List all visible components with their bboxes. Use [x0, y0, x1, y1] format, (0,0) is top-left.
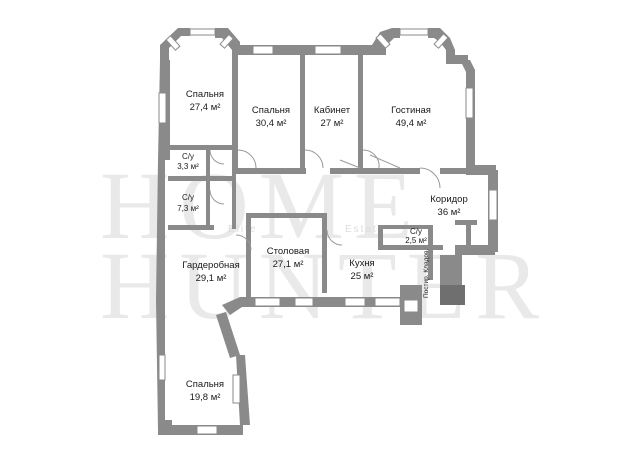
doors [209, 149, 441, 251]
room-area: 25 м² [351, 271, 374, 282]
room-kitchen: Кухня 25 м² [349, 258, 374, 282]
room-study: Кабинет 27 м² [314, 105, 351, 129]
room-area: 27,4 м² [190, 102, 221, 113]
room-area: 36 м² [438, 207, 461, 218]
room-area: 2,5 м² [405, 236, 427, 245]
room-name: Гостиная [391, 105, 431, 116]
room-dressing: Гардеробная 29,1 м² [182, 260, 239, 284]
room-corridor: Коридор 36 м² [430, 194, 468, 218]
room-living: Гостиная 49,4 м² [391, 105, 431, 129]
room-name: Спальня [186, 89, 224, 100]
room-name: Коридор [430, 194, 468, 205]
room-dining: Столовая 27,1 м² [267, 246, 309, 270]
room-bath2: С/у 7,3 м² [177, 193, 199, 213]
watermark-tag2: Estate [345, 224, 385, 235]
room-bath3: С/у 2,5 м² [405, 227, 427, 245]
room-area: 27 м² [321, 118, 344, 129]
room-bedroom1: Спальня 27,4 м² [186, 89, 224, 113]
room-name: С/у [182, 193, 194, 202]
room-name: С/у [182, 152, 194, 161]
room-name: Кухня [349, 258, 374, 269]
room-bath1: С/у 3,3 м² [177, 152, 199, 171]
room-area: 19,8 м² [190, 392, 221, 403]
interior-walls [168, 55, 477, 303]
storage-label: Постир. Кладов. [423, 249, 430, 298]
room-name: С/у [410, 227, 422, 236]
room-bedroom2: Спальня 30,4 м² [252, 105, 290, 129]
watermark-tag1: Elite [228, 224, 257, 235]
room-name: Спальня [186, 379, 224, 390]
room-bedroom3: Спальня 19,8 м² [186, 379, 224, 403]
room-area: 29,1 м² [196, 273, 227, 284]
room-area: 49,4 м² [396, 118, 427, 129]
room-name: Спальня [252, 105, 290, 116]
room-area: 7,3 м² [177, 204, 199, 213]
room-area: 30,4 м² [256, 118, 287, 129]
room-area: 27,1 м² [273, 259, 304, 270]
room-name: Гардеробная [182, 260, 239, 271]
outer-walls [156, 28, 498, 435]
room-area: 3,3 м² [177, 162, 199, 171]
room-name: Кабинет [314, 105, 351, 116]
room-name: Столовая [267, 246, 309, 257]
